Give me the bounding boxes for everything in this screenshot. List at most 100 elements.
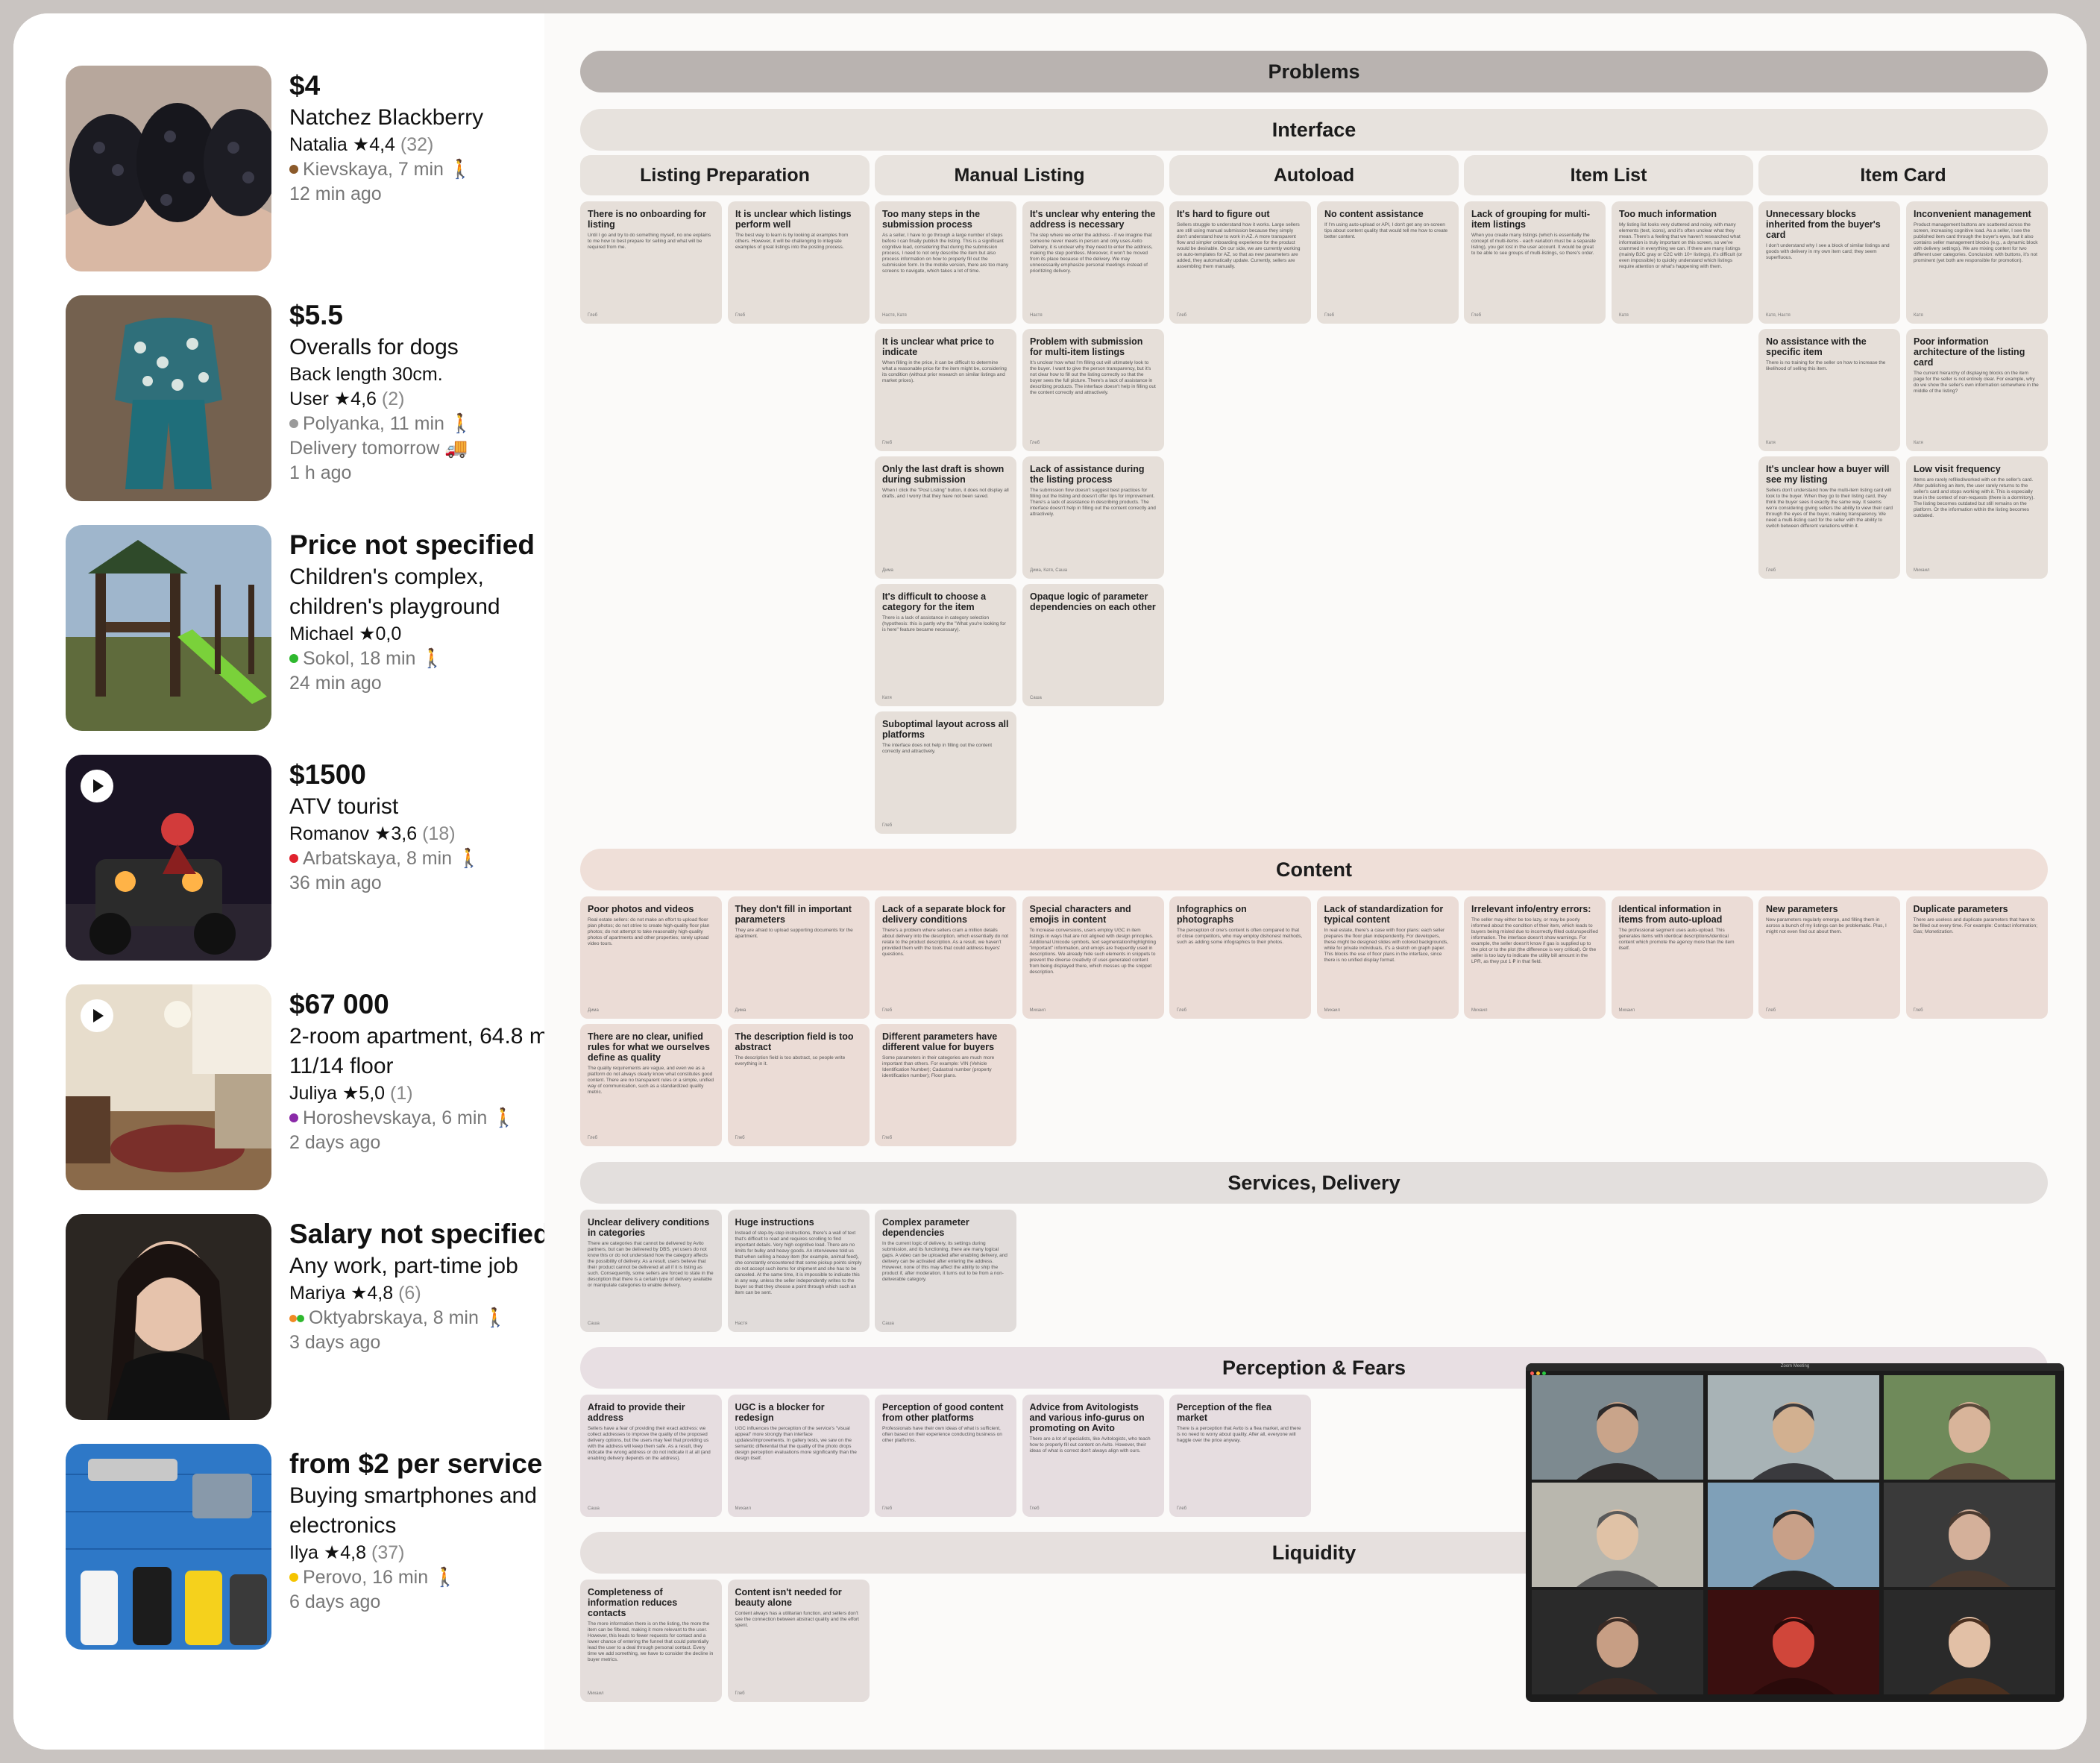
listing-title[interactable]: Overalls for dogs (289, 335, 459, 359)
sticky-note-title: Lack of a separate block for delivery co… (882, 904, 1006, 925)
participant-video-tile[interactable] (1532, 1590, 1703, 1694)
sticky-note-author: Глеб (735, 313, 746, 318)
sticky-note[interactable]: Too many steps in the submission process… (875, 201, 1016, 324)
listing-photo[interactable] (66, 525, 271, 731)
listing-title[interactable]: Buying smartphones and electronics (289, 1483, 537, 1538)
sticky-note-author: Михаил (1914, 568, 1930, 573)
play-icon[interactable] (81, 999, 113, 1032)
listing-photo[interactable] (66, 755, 271, 961)
sticky-note-body: Instead of step-by-step instructions, th… (735, 1231, 862, 1295)
minimize-window-button[interactable] (1536, 1371, 1540, 1375)
listing-photo[interactable] (66, 984, 271, 1190)
sticky-note[interactable]: Poor information architecture of the lis… (1906, 329, 2048, 451)
sticky-note[interactable]: It's unclear why entering the address is… (1022, 201, 1164, 324)
participant-video-tile[interactable] (1884, 1590, 2055, 1694)
sticky-note[interactable]: Special characters and emojis in content… (1022, 896, 1164, 1019)
sticky-note[interactable]: Different parameters have different valu… (875, 1024, 1016, 1146)
sticky-note[interactable]: Completeness of information reduces cont… (580, 1580, 722, 1702)
sticky-note-title: The description field is too abstract (735, 1031, 854, 1052)
sticky-note[interactable]: There are no clear, unified rules for wh… (580, 1024, 722, 1146)
listing-card[interactable]: $4 Natchez Blackberry Natalia ★4,4 (32) … (66, 66, 543, 274)
sticky-note[interactable]: Only the last draft is shown during subm… (875, 456, 1016, 579)
listing-card[interactable]: $5.5 Overalls for dogs Back length 30cm.… (66, 295, 543, 504)
sticky-note-author: Глеб (1324, 313, 1335, 318)
listing-card[interactable]: Salary not specified Any work, part-time… (66, 1214, 550, 1423)
sticky-note[interactable]: It's unclear how a buyer will see my lis… (1758, 456, 1900, 579)
sticky-note[interactable]: Lack of grouping for multi-item listings… (1464, 201, 1606, 324)
listing-card[interactable]: $1500 ATV tourist Romanov ★3,6 (18) Arba… (66, 755, 543, 964)
listing-title[interactable]: 2-room apartment, 64.8 m², 11/14 floor (289, 1024, 562, 1078)
sticky-note[interactable]: Advice from Avitologists and various inf… (1022, 1395, 1164, 1517)
listing-photo[interactable] (66, 295, 271, 501)
participant-video-tile[interactable] (1532, 1375, 1703, 1480)
participant-video-tile[interactable] (1884, 1375, 2055, 1480)
listing-card[interactable]: Price not specified Children's complex, … (66, 525, 543, 734)
listing-photo[interactable] (66, 1444, 271, 1650)
listing-title[interactable]: Any work, part-time job (289, 1254, 518, 1278)
sticky-note-title: Only the last draft is shown during subm… (882, 464, 1005, 485)
sticky-note[interactable]: Perception of good content from other pl… (875, 1395, 1016, 1517)
sticky-note[interactable]: Problem with submission for multi-item l… (1022, 329, 1164, 451)
sticky-note[interactable]: Lack of standardization for typical cont… (1316, 896, 1459, 1019)
listing-title[interactable]: Children's complex, children's playgroun… (289, 565, 500, 619)
sticky-note-title: There is no onboarding for listing (588, 209, 707, 230)
listing-photo[interactable] (66, 1214, 271, 1420)
sticky-note[interactable]: Opaque logic of parameter dependencies o… (1022, 584, 1164, 706)
maximize-window-button[interactable] (1542, 1371, 1546, 1375)
listing-title[interactable]: Natchez Blackberry (289, 105, 484, 130)
close-window-button[interactable] (1530, 1371, 1534, 1375)
sticky-note[interactable]: Lack of assistance during the listing pr… (1022, 456, 1164, 579)
sticky-note[interactable]: Irrelevant info/entry errors:The seller … (1464, 896, 1606, 1019)
metro-station: Perovo, 16 min (303, 1567, 429, 1588)
play-icon[interactable] (81, 770, 113, 802)
sticky-note[interactable]: Identical information in items from auto… (1611, 896, 1753, 1019)
seller-name: Mariya (289, 1283, 346, 1304)
listing-card[interactable]: from $2 per service Buying smartphones a… (66, 1444, 543, 1653)
review-count: (32) (400, 134, 434, 155)
sticky-note[interactable]: Lack of a separate block for delivery co… (875, 896, 1016, 1019)
sticky-note-author: Настя (735, 1322, 748, 1326)
listing-card[interactable]: $67 000 2-room apartment, 64.8 m², 11/14… (66, 984, 562, 1193)
participant-video-tile[interactable] (1708, 1375, 1879, 1480)
participant-video-tile[interactable] (1708, 1483, 1879, 1587)
star-icon: ★ (359, 623, 376, 644)
rating-value: 0,0 (375, 623, 402, 644)
seller-name: Juliya (289, 1083, 337, 1104)
listing-time: 24 min ago (289, 673, 382, 694)
listing-title[interactable]: ATV tourist (289, 794, 399, 819)
listing-photo[interactable] (66, 66, 271, 271)
participant-video-tile[interactable] (1708, 1590, 1879, 1694)
sticky-note[interactable]: It is unclear which listings perform wel… (728, 201, 870, 324)
sticky-note[interactable]: Unnecessary blocks inherited from the bu… (1758, 201, 1900, 324)
sticky-note-author: Глеб (588, 313, 598, 318)
sticky-note[interactable]: Unclear delivery conditions in categorie… (580, 1210, 722, 1332)
participant-video-tile[interactable] (1532, 1483, 1703, 1587)
participant-video-tile[interactable] (1884, 1483, 2055, 1587)
sticky-note-title: Afraid to provide their address (588, 1402, 685, 1423)
sticky-note[interactable]: It's difficult to choose a category for … (875, 584, 1016, 706)
video-call-window[interactable]: Zoom Meeting (1526, 1363, 2064, 1702)
sticky-note-body: When you create many listings (which is … (1471, 233, 1596, 256)
video-call-titlebar[interactable]: Zoom Meeting (1526, 1363, 2064, 1375)
